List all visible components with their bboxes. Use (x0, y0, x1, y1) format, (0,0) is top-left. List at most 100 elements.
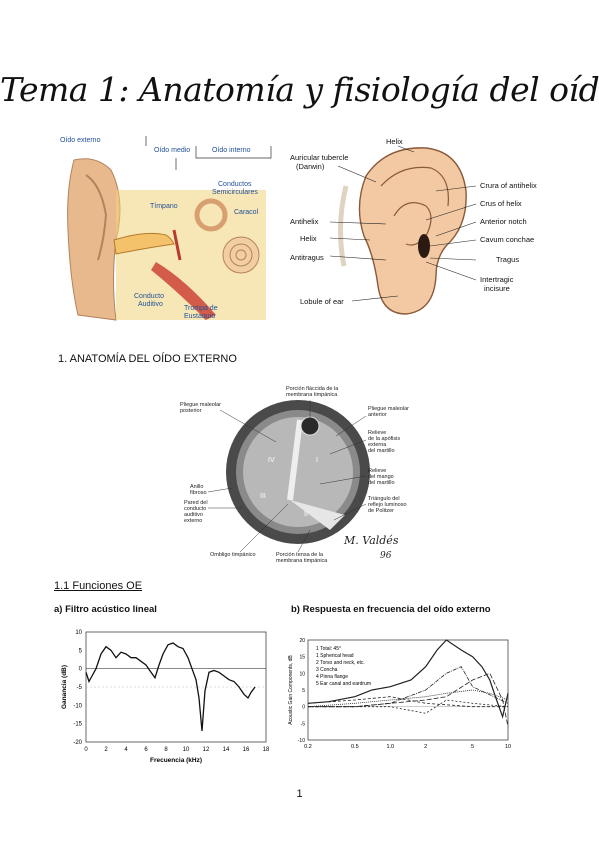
signature: M. Valdés (343, 534, 399, 547)
label-tympanum: Tímpano (150, 203, 178, 210)
label-inner-ear: Oído interno (212, 147, 251, 154)
label-notch: Anterior notch (480, 217, 527, 226)
label-cochlea: Caracol (234, 209, 259, 216)
label-tube: Trompa de (184, 305, 218, 312)
page-number: 1 (296, 788, 303, 800)
y-tick-label: 10 (75, 630, 82, 636)
legend-entry: 1 Total: 45° (316, 646, 341, 652)
label-pliegue-post-2: posterior (180, 408, 202, 414)
label-pared-2: conducto (184, 506, 206, 512)
y-tick-label: 15 (299, 655, 305, 661)
label-triangulo: Triángulo del (368, 496, 400, 502)
label-antitragus: Antitragus (290, 253, 324, 262)
subheading-frequency-response: b) Respuesta en frecuencia del oído exte… (291, 604, 491, 615)
label-crus: Crus of helix (480, 199, 522, 208)
label-relieve-ap-2: de la apófisis (368, 436, 400, 442)
y-tick-label: -10 (73, 703, 82, 709)
label-cavum: Cavum conchae (480, 235, 534, 244)
y-tick-label: -20 (73, 740, 82, 746)
y-tick-label: 0 (79, 667, 83, 673)
x-tick-label: 6 (144, 747, 148, 753)
series-line (307, 696, 508, 708)
subheading-filter: a) Filtro acústico lineal (54, 604, 157, 615)
label-middle-ear: Oído medio (154, 147, 190, 154)
signature-year: 96 (380, 551, 392, 561)
x-tick-label: 18 (263, 747, 270, 753)
x-tick-label: 0.2 (304, 744, 312, 750)
label-tubercle: Auricular tubercle (290, 153, 348, 162)
x-tick-label: 1.0 (386, 744, 394, 750)
x-tick-label: 2 (424, 744, 427, 750)
x-tick-label: 14 (223, 747, 230, 753)
x-tick-label: 0 (84, 747, 88, 753)
series-line (308, 672, 509, 727)
label-helix-top: Helix (386, 137, 403, 146)
y-tick-label: -5 (77, 685, 83, 691)
y-tick-label: 5 (79, 648, 83, 654)
y-axis-label: Ganancia (dB) (61, 665, 68, 709)
label-tube-2: Eustaquio (184, 313, 215, 320)
x-tick-label: 5 (471, 744, 474, 750)
label-triangulo-2: reflejo luminoso (368, 502, 407, 508)
label-anillo-2: fibroso (190, 490, 207, 496)
auricle-figure: Helix Auricular tubercle (Darwin) Antihe… (290, 137, 537, 315)
y-axis-label: Acoustic Gain Components, dB (288, 655, 294, 725)
label-pared-3: auditivo (184, 512, 203, 518)
y-tick-label: 10 (299, 671, 305, 677)
label-flaccida: Porción fláccida de la (286, 386, 339, 392)
series-line (85, 642, 256, 732)
quadrant-i: I (316, 457, 318, 464)
x-tick-label: 4 (124, 747, 128, 753)
label-incisure: incisure (484, 284, 510, 293)
label-helix: Helix (300, 234, 317, 243)
section-heading-anatomy: 1. ANATOMÍA DEL OÍDO EXTERNO (58, 353, 237, 365)
y-tick-label: 20 (299, 638, 305, 644)
label-relieve-mango-2: del mango (368, 474, 394, 480)
label-pliegue-ant: Pliegue maleolar (368, 406, 409, 412)
label-relieve-ap: Relieve (368, 430, 386, 436)
y-tick-label: -5 (301, 721, 306, 727)
series-line (307, 689, 509, 708)
legend-entry: 5 Ear canal and eardrum (316, 681, 371, 687)
ear-sections-figure: Oído externo Oído medio Oído interno Con… (60, 136, 272, 321)
y-tick-label: 0 (302, 705, 305, 711)
x-tick-label: 8 (164, 747, 168, 753)
label-tragus: Tragus (496, 255, 519, 264)
x-tick-label: 12 (203, 747, 210, 753)
label-relieve-ap-4: del martillo (368, 448, 395, 454)
label-canals: Conductos (218, 181, 252, 188)
quadrant-iii: III (260, 493, 266, 500)
legend-entry: 1 Spherical head (316, 653, 354, 659)
label-anillo: Anillo (190, 484, 203, 490)
quadrant-iv: IV (268, 457, 275, 464)
label-relieve-mango: Relieve (368, 468, 386, 474)
label-tubercle-2: (Darwin) (296, 162, 325, 171)
label-canal: Conducto (134, 293, 164, 300)
x-tick-label: 10 (183, 747, 190, 753)
label-tensa: Porción tensa de la (276, 552, 324, 558)
y-tick-label: -10 (298, 738, 305, 744)
label-triangulo-3: de Politzer (368, 508, 394, 514)
x-tick-label: 10 (505, 744, 511, 750)
page-title: Tema 1: Anatomía y fisiología del oído (0, 70, 599, 109)
label-lobule: Lobule of ear (300, 297, 344, 306)
series-line (307, 639, 509, 719)
label-pared-4: externo (184, 518, 202, 524)
label-canals-2: Semicirculares (212, 189, 258, 196)
label-flaccida-2: membrana timpánica (286, 392, 338, 398)
x-tick-label: 16 (243, 747, 250, 753)
label-ombligo: Ombligo timpánico (210, 552, 256, 558)
label-intertragic: Intertragic (480, 275, 514, 284)
legend-entry: 3 Concha (316, 667, 338, 673)
quadrant-ii: II (304, 511, 308, 518)
label-crura: Crura of antihelix (480, 181, 537, 190)
label-pliegue-post: Pliegue maleolar (180, 402, 221, 408)
plot-frame (307, 639, 509, 741)
label-antihelix: Antihelix (290, 217, 319, 226)
legend-entry: 4 Pinna flange (316, 674, 348, 680)
y-tick-label: -15 (73, 722, 82, 728)
series-line (308, 699, 509, 714)
label-canal-2: Auditivo (138, 301, 163, 308)
